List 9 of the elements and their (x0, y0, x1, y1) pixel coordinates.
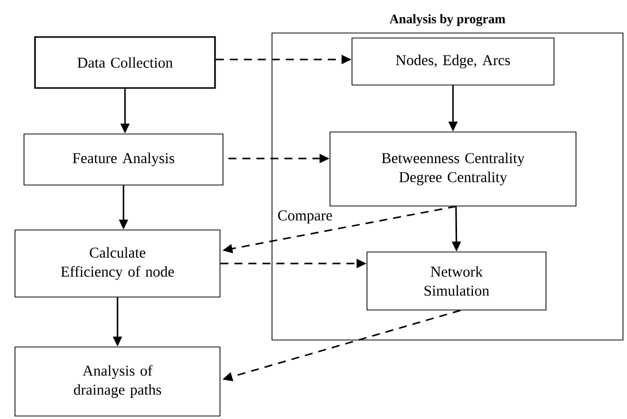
process-box: Calculate Efficiency of node (14, 230, 220, 298)
process-box: Nodes, Edge, Arcs (352, 38, 554, 86)
process-box: Feature Analysis (24, 134, 224, 186)
edge-label: Compare (276, 209, 334, 225)
process-box: Data Collection (34, 36, 216, 89)
process-box: Network Simulation (366, 252, 546, 310)
process-box: Betweenness Centrality Degree Centrality (330, 132, 576, 206)
node-label: Analysis by program (390, 14, 506, 26)
process-box: Analysis of drainage paths (14, 346, 220, 416)
